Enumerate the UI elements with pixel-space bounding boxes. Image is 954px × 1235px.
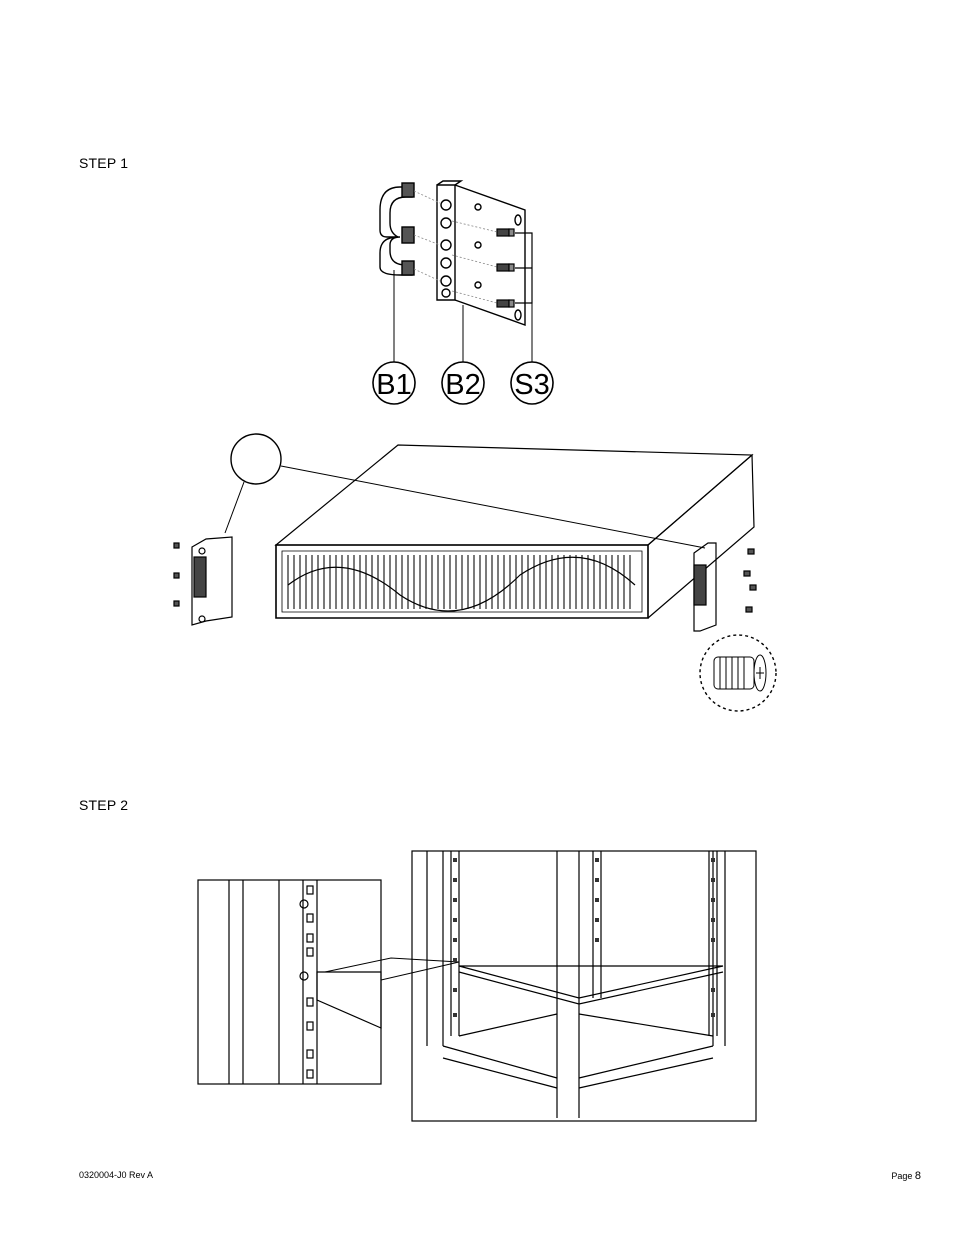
left-bracket-assembly: [174, 537, 232, 625]
footer-doc-id: 0320004-J0 Rev A: [79, 1170, 153, 1180]
front-bezel-vents: [288, 555, 630, 609]
ups-chassis-diagram: [170, 425, 790, 715]
bracket-exploded-diagram: B1 B2 S3: [360, 175, 580, 415]
right-bracket-assembly: [694, 543, 756, 631]
callout-s3-label: S3: [514, 369, 549, 401]
step-2-label: STEP 2: [79, 797, 128, 813]
rack-installation-diagram: [195, 848, 760, 1126]
rail-zoom-inset: [198, 880, 381, 1084]
rack-frame: [412, 851, 756, 1121]
callout-b1-label: B1: [376, 369, 411, 401]
rack-rail-holes: [453, 858, 715, 1017]
step-1-label: STEP 1: [79, 155, 128, 171]
screws-s3-drawing: [497, 229, 532, 307]
detail-callout-circle: [231, 434, 281, 484]
footer-page-number: Page 8: [891, 1170, 921, 1182]
page-prefix: Page: [891, 1171, 915, 1181]
callout-b2-label: B2: [445, 369, 480, 401]
handle-b1-drawing: [380, 183, 414, 275]
page-number: 8: [915, 1170, 921, 1182]
